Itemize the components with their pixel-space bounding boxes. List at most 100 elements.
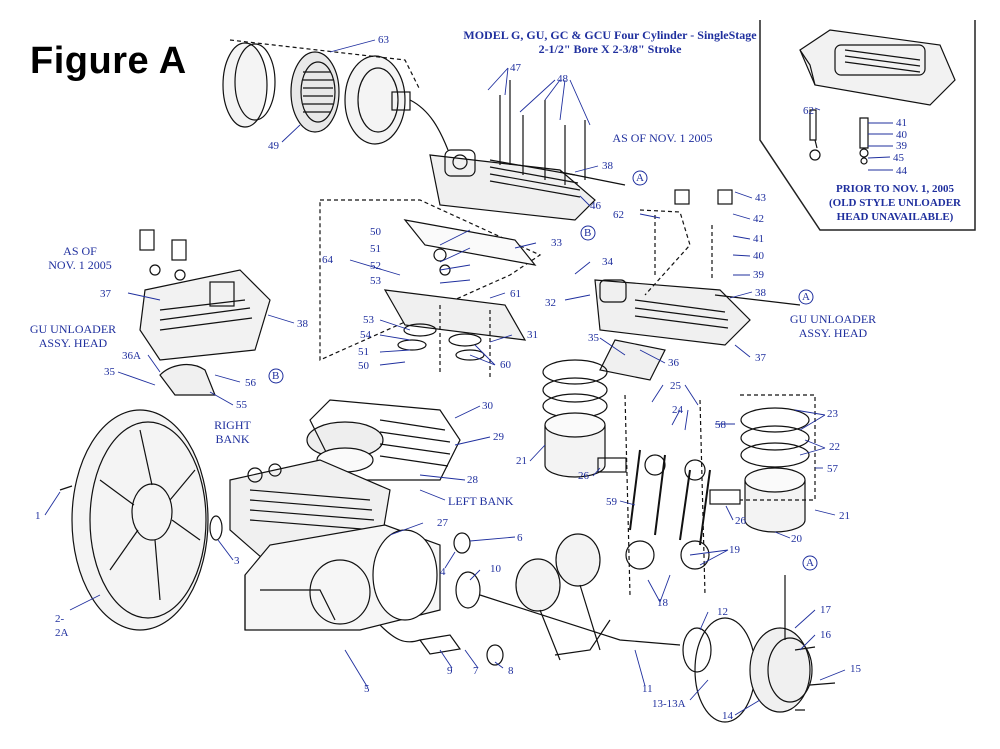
callout-29: 29 [493, 431, 504, 443]
ref-marker-a-2 [798, 289, 814, 305]
callout-45: 45 [893, 152, 904, 164]
callout-56: 56 [245, 377, 256, 389]
callout-25: 25 [670, 380, 681, 392]
label-right-bank-line1: RIGHT [214, 418, 251, 432]
callout-15: 15 [850, 663, 861, 675]
callout-50-mid: 50 [358, 360, 369, 372]
callout-36a: 36A [122, 350, 141, 362]
callout-2: 2- [55, 613, 65, 625]
callout-54: 54 [360, 329, 371, 341]
ref-a-1: A [636, 172, 644, 184]
note-prior-line1: PRIOR TO NOV. 1, 2005 [836, 183, 954, 195]
note-gu-unloader-left: GU UNLOADER ASSY. HEAD [18, 322, 128, 350]
callout-9: 9 [447, 665, 453, 677]
label-right-bank: RIGHT BANK [205, 418, 260, 446]
callout-44: 44 [896, 165, 907, 177]
note-as-of-left-line1: AS OF [63, 244, 97, 258]
callout-63: 63 [378, 34, 389, 46]
gu-unloader-head-right [594, 189, 801, 381]
callout-62-inset: 62 [803, 105, 814, 117]
callout-52: 52 [370, 260, 381, 272]
callout-30: 30 [482, 400, 493, 412]
callout-57: 57 [827, 463, 838, 475]
intake-filter-assembly [222, 39, 449, 151]
callout-17: 17 [820, 604, 831, 616]
note-gu-unloader-right: GU UNLOADER ASSY. HEAD [778, 312, 888, 340]
note-gu-left-line1: GU UNLOADER [29, 322, 117, 336]
callout-53-top: 53 [370, 275, 381, 287]
bearings-seals [379, 532, 756, 723]
callout-26-left: 26 [578, 470, 589, 482]
callout-33: 33 [551, 237, 562, 249]
callout-32: 32 [545, 297, 556, 309]
callout-47: 47 [510, 62, 521, 74]
callout-39-inset: 39 [896, 140, 907, 152]
callout-28: 28 [467, 474, 478, 486]
end-cover [749, 575, 836, 713]
callout-24: 24 [672, 404, 683, 416]
gu-unloader-head-left [139, 229, 271, 396]
callout-10: 10 [490, 563, 501, 575]
ref-b-2: B [272, 370, 280, 382]
ref-a-2: A [802, 291, 810, 303]
note-prior-line3: HEAD UNAVAILABLE) [836, 211, 954, 223]
callout-42: 42 [753, 213, 764, 225]
callout-20: 20 [791, 533, 802, 545]
callout-4: 4 [440, 566, 446, 578]
callout-12: 12 [717, 606, 728, 618]
ref-b-1: B [584, 227, 592, 239]
callout-61: 61 [510, 288, 521, 300]
inset-unloader-head [799, 29, 956, 165]
callout-51-mid: 51 [358, 346, 369, 358]
callout-43: 43 [755, 192, 766, 204]
model-header: MODEL G, GU, GC & GCU Four Cylinder - Si… [440, 28, 780, 56]
callout-53-mid: 53 [363, 314, 374, 326]
callout-2a: 2A [55, 627, 69, 639]
inset-border [759, 20, 976, 231]
callout-40-inset: 40 [896, 129, 907, 141]
callout-40: 40 [753, 250, 764, 262]
note-as-of-top: AS OF NOV. 1 2005 [612, 131, 713, 145]
callout-35-left: 35 [104, 366, 115, 378]
ref-marker-a-3 [802, 555, 818, 571]
callout-62: 62 [613, 209, 624, 221]
callout-38-top: 38 [602, 160, 613, 172]
callout-55: 55 [236, 399, 247, 411]
ref-marker-a-1 [632, 170, 648, 186]
callout-19: 19 [729, 544, 740, 556]
callout-41-inset: 41 [896, 117, 907, 129]
callout-21-left: 21 [516, 455, 527, 467]
callout-60: 60 [500, 359, 511, 371]
callout-1: 1 [35, 510, 41, 522]
piston-rod-group [542, 359, 816, 596]
callout-18: 18 [657, 597, 668, 609]
label-left-bank: LEFT BANK [448, 494, 514, 508]
note-prior-line2: (OLD STYLE UNLOADER [828, 197, 962, 209]
callout-64: 64 [322, 254, 333, 266]
callout-6: 6 [517, 532, 523, 544]
callout-34: 34 [602, 256, 613, 268]
cylinder-head-upper [429, 80, 626, 221]
callout-38-left: 38 [297, 318, 308, 330]
callout-8: 8 [508, 665, 514, 677]
callout-22: 22 [829, 441, 840, 453]
callout-38-right: 38 [755, 287, 766, 299]
callout-23: 23 [827, 408, 838, 420]
callout-41: 41 [753, 233, 764, 245]
callout-46: 46 [590, 200, 601, 212]
callout-11: 11 [642, 683, 653, 695]
callout-3: 3 [234, 555, 240, 567]
note-prior-to: PRIOR TO NOV. 1, 2005 (OLD STYLE UNLOADE… [815, 182, 975, 224]
callout-51-top: 51 [370, 243, 381, 255]
callout-14: 14 [722, 710, 733, 722]
callout-7: 7 [473, 665, 479, 677]
model-header-line2: 2-1/2" Bore X 2-3/8" Stroke [538, 42, 682, 56]
figure-title: Figure A [30, 40, 187, 82]
callout-37-left: 37 [100, 288, 111, 300]
ref-a-3: A [806, 557, 814, 569]
note-as-of-left-line2: NOV. 1 2005 [48, 258, 112, 272]
note-gu-right-line2: ASSY. HEAD [798, 326, 868, 340]
callout-36: 36 [668, 357, 679, 369]
callout-50-top: 50 [370, 226, 381, 238]
